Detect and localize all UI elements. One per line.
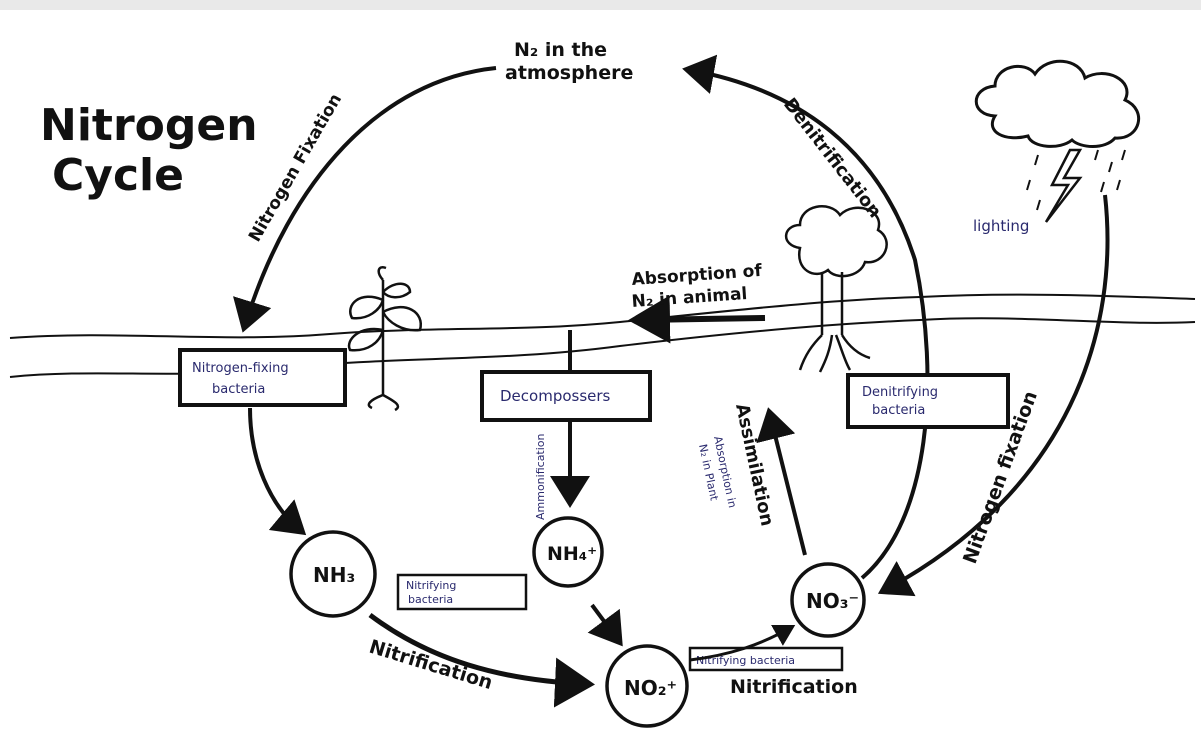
denitrifying-label-line1: Denitrifying	[862, 385, 938, 400]
decomposers-label: Decompossers	[500, 387, 611, 405]
atmosphere-label-line2: atmosphere	[505, 62, 633, 84]
atmosphere-label-line1: N₂ in the	[514, 39, 607, 61]
bacteria-to-nh3-arrow	[248, 407, 307, 536]
ground-line-upper	[9, 293, 1196, 339]
absorption-animal-arrow	[628, 295, 766, 344]
nh3-circle	[289, 530, 377, 618]
cloud-icon	[974, 59, 1141, 148]
nitrifying-label-line2: bacteria	[408, 593, 453, 606]
nh4-circle	[532, 516, 604, 588]
no3-label: NO₃⁻	[806, 589, 859, 613]
nitrifying-bacteria-small-label: Nitrifying bacteria	[696, 654, 795, 667]
rain-drops-icon	[1026, 149, 1126, 211]
no3-circle	[790, 562, 866, 638]
denitrification-label: Denitrification	[779, 94, 885, 222]
lighting-label: lighting	[973, 217, 1029, 235]
nitrification-right-label: Nitrification	[730, 676, 858, 698]
diagram-title-line2: Cycle	[52, 150, 184, 201]
nh3-label: NH₃	[313, 563, 355, 587]
diagram-title-line1: Nitrogen	[40, 100, 258, 151]
plant-icon	[347, 266, 423, 412]
no2-to-no3-arrow	[689, 624, 796, 662]
nh4-label: NH₄⁺	[547, 543, 597, 565]
fixation-right-arrow	[877, 194, 1110, 597]
denitrifying-label-line2: bacteria	[872, 403, 925, 418]
assimilation-arrow	[756, 407, 807, 556]
no2-label: NO₂⁺	[624, 676, 677, 700]
nitrifying-label-line1: Nitrifying	[406, 579, 456, 592]
nitrogen-fixing-label-line1: Nitrogen-fixing	[192, 361, 289, 376]
decomposers-box	[480, 370, 652, 422]
ammonification-label: Ammonification	[534, 433, 547, 520]
nitrification-left-arrow	[368, 612, 595, 708]
tree-icon	[784, 205, 888, 373]
nitrogen-fixing-label-line2: bacteria	[212, 382, 265, 397]
top-band	[0, 0, 1201, 10]
nitrogen-fixing-bacteria-box	[178, 348, 347, 407]
fixation-left-arrow	[233, 66, 497, 333]
denitrification-arrow	[682, 54, 930, 580]
no2-circle	[605, 644, 689, 728]
nitrifying-bacteria-box	[396, 573, 528, 611]
lightning-icon	[1044, 148, 1083, 223]
nh4-to-no2-arrow	[587, 603, 623, 647]
fixation-left-label: Nitrogen Fixation	[245, 90, 346, 245]
denitrifying-bacteria-box	[846, 373, 1010, 429]
